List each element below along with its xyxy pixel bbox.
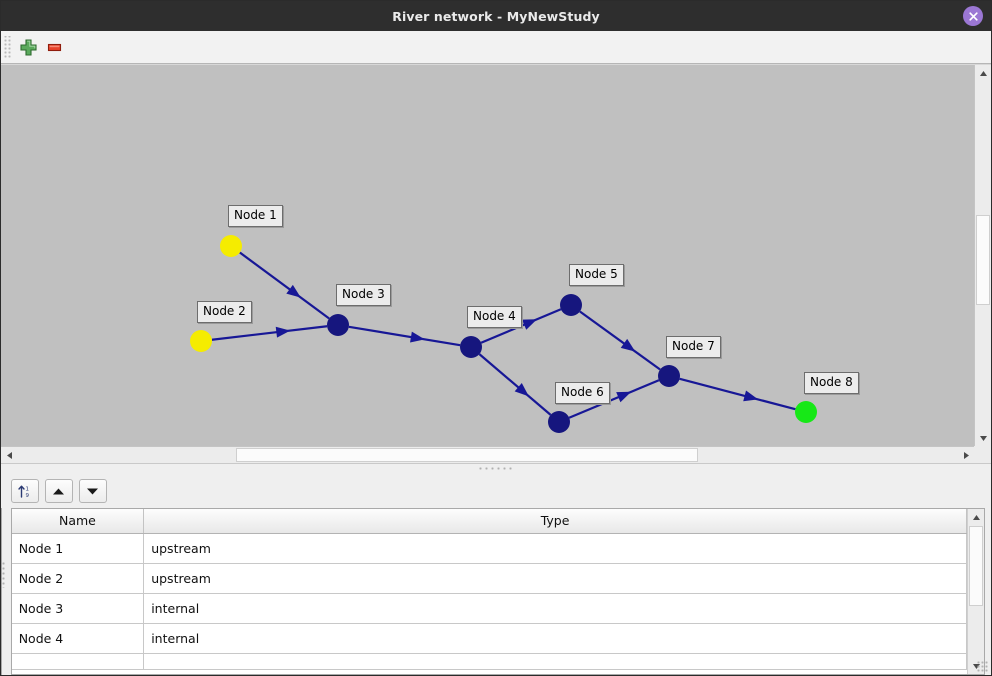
scroll-right-arrow-icon[interactable] — [958, 447, 974, 463]
graph-node-node-8[interactable] — [795, 401, 817, 423]
graph-node-node-4[interactable] — [460, 336, 482, 358]
node-label-node-3[interactable]: Node 3 — [336, 284, 391, 306]
table-cell[interactable]: Node 4 — [11, 623, 145, 654]
graph-node-node-6[interactable] — [548, 411, 570, 433]
canvas-vertical-scrollbar[interactable] — [974, 65, 991, 446]
graph-edge[interactable] — [478, 353, 552, 416]
sort-nodes-button[interactable]: 1 9 — [10, 479, 39, 503]
graph-edge[interactable] — [348, 325, 461, 347]
nodes-table-scrollbar[interactable] — [966, 509, 984, 674]
main-toolbar — [1, 31, 991, 64]
toolbar-drag-handle[interactable] — [3, 36, 12, 58]
move-node-up-button[interactable] — [44, 479, 73, 503]
canvas-vscroll-thumb[interactable] — [976, 215, 990, 305]
graph-edge[interactable] — [239, 251, 330, 320]
scroll-down-arrow-icon[interactable] — [975, 430, 991, 446]
edges-layer — [211, 251, 796, 419]
table-row[interactable] — [11, 653, 967, 670]
node-label-node-4[interactable]: Node 4 — [467, 306, 522, 328]
title-bar: River network - MyNewStudy — [1, 1, 991, 31]
graph-edge[interactable] — [211, 325, 328, 341]
canvas-hscroll-thumb[interactable] — [236, 448, 698, 462]
move-node-down-button[interactable] — [78, 479, 107, 503]
nodes-layer — [190, 235, 817, 433]
splitter-grip-icon — [479, 467, 513, 471]
edge-arrow-icon — [286, 284, 301, 298]
table-cell[interactable] — [143, 653, 967, 670]
edge-arrow-icon — [521, 319, 538, 330]
tables-area: 1 9 — [1, 474, 991, 675]
table-cell[interactable]: upstream — [143, 533, 967, 564]
graph-edge[interactable] — [679, 377, 796, 411]
graph-node-node-5[interactable] — [560, 294, 582, 316]
node-label-node-7[interactable]: Node 7 — [666, 336, 721, 358]
network-canvas[interactable]: Node 1 Node 2 Node 3 Node 4 Node 5 Node 6 Node… — [1, 64, 991, 463]
svg-text:1: 1 — [26, 486, 30, 492]
scrollbar-corner — [974, 446, 991, 463]
network-graph[interactable]: Node 1 Node 2 Node 3 Node 4 Node 5 Node 6 Node… — [1, 65, 974, 446]
window-title: River network - MyNewStudy — [392, 8, 600, 24]
nodes-column-header[interactable]: Type — [143, 509, 967, 534]
close-icon[interactable] — [963, 6, 983, 26]
graph-node-node-7[interactable] — [658, 365, 680, 387]
node-label-node-6[interactable]: Node 6 — [555, 382, 610, 404]
scroll-up-arrow-icon[interactable] — [967, 509, 984, 525]
delete-node-button[interactable] — [41, 34, 67, 60]
scroll-up-arrow-icon[interactable] — [975, 65, 991, 81]
node-label-node-2[interactable]: Node 2 — [197, 301, 252, 323]
window-resize-grip[interactable] — [977, 661, 989, 673]
network-graph-svg — [190, 235, 817, 433]
node-label-node-5[interactable]: Node 5 — [569, 264, 624, 286]
edge-arrow-icon — [620, 338, 636, 352]
nodes-column-header[interactable]: Name — [11, 509, 145, 534]
edge-arrow-icon — [514, 383, 529, 397]
table-cell[interactable]: Node 3 — [11, 593, 145, 624]
svg-text:9: 9 — [26, 493, 30, 499]
table-cell[interactable]: upstream — [143, 563, 967, 594]
vertical-splitter[interactable] — [1, 474, 5, 675]
vertical-splitter-grip-icon — [1, 561, 5, 588]
edge-arrow-icon — [410, 331, 425, 343]
canvas-horizontal-scrollbar[interactable] — [1, 446, 974, 463]
table-cell[interactable]: Node 2 — [11, 563, 145, 594]
node-label-node-1[interactable]: Node 1 — [228, 205, 283, 227]
graph-edge[interactable] — [568, 379, 660, 419]
scroll-left-arrow-icon[interactable] — [1, 447, 17, 463]
nodes-vscroll-thumb[interactable] — [968, 526, 983, 606]
graph-node-node-1[interactable] — [220, 235, 242, 257]
graph-node-node-2[interactable] — [190, 330, 212, 352]
add-node-button[interactable] — [15, 34, 41, 60]
edge-arrow-icon — [275, 326, 291, 338]
table-cell[interactable]: internal — [143, 593, 967, 624]
edge-arrow-icon — [616, 391, 632, 403]
table-cell[interactable]: internal — [143, 623, 967, 654]
nodes-toolbar: 1 9 — [4, 474, 991, 508]
table-cell[interactable] — [11, 653, 145, 670]
graph-edge[interactable] — [579, 310, 661, 371]
graph-node-node-3[interactable] — [327, 314, 349, 336]
node-label-node-8[interactable]: Node 8 — [804, 372, 859, 394]
horizontal-splitter[interactable] — [1, 463, 991, 474]
table-cell[interactable]: Node 1 — [11, 533, 145, 564]
edge-arrow-icon — [743, 390, 759, 402]
